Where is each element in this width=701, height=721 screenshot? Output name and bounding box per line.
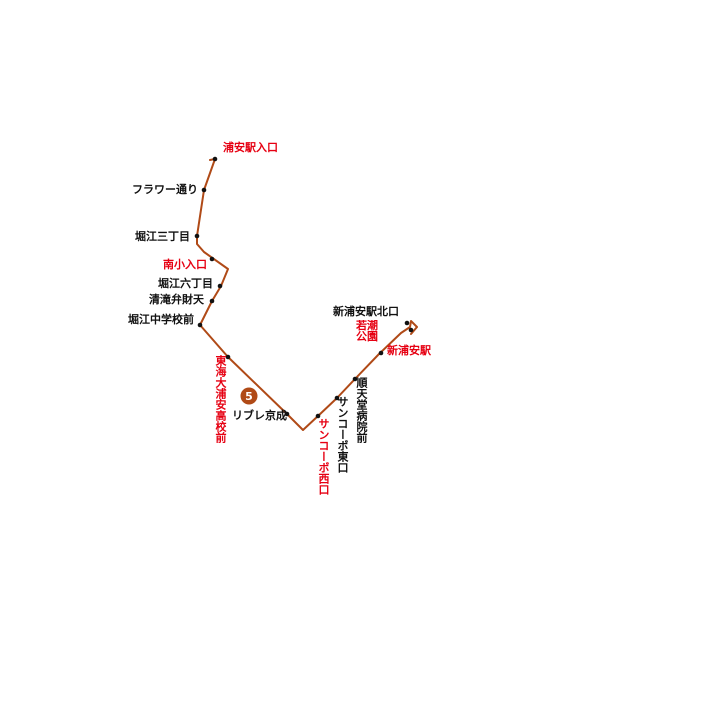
stop-label-flower-dori: フラワー通り (132, 183, 198, 196)
stop-label-horie-6chome: 堀江六丁目 (158, 276, 213, 290)
stop-label-sunkopo-nishiguchi-container: サンコーポ西口 (317, 418, 330, 495)
stop-label-sunkopo-higashiguchi-container: サンコーポ東口 (336, 396, 349, 473)
stop-label-wakashio-container: 若潮公園 (356, 320, 378, 343)
route-number: 5 (245, 390, 253, 403)
stop-label-ripure-keisei: リブレ京成 (232, 408, 287, 422)
stop-marker-tokai-dai-urayasu-koko-mae (225, 354, 231, 360)
stop-marker-shin-urayasu-eki-kitaguchi (404, 320, 410, 326)
stop-label-juntendo-container: 順天堂病院前 (355, 377, 368, 443)
stop-marker-ripure-keisei (284, 411, 290, 417)
stop-marker-seiryu-benzaiten (209, 298, 215, 304)
stop-marker-flower-dori (201, 187, 207, 193)
stop-label-horie-chugakko-mae: 堀江中学校前 (128, 312, 194, 326)
stop-labels: 浦安駅入口 フラワー通り 堀江三丁目 南小入口 堀江六丁目 清滝弁財天 堀江中学… (128, 140, 431, 422)
route-badge-circle (240, 387, 258, 405)
stop-marker-sunkopo-nishiguchi (315, 413, 321, 419)
route-line (196, 158, 418, 431)
stop-marker-shin-urayasu-eki (378, 350, 384, 356)
stop-markers (194, 156, 414, 419)
stop-label-tokai-dai-container: 東海大浦安高校前 (214, 355, 227, 443)
stop-label-tokai-dai-urayasu-koko-mae: 東海大浦安高校前 (214, 355, 227, 443)
stop-marker-sunkopo-higashiguchi (334, 395, 340, 401)
stop-label-juntendo-byoin-mae: 順天堂病院前 (355, 377, 368, 443)
stop-labels-vertical: 東海大浦安高校前 サンコーポ西口 サンコーポ東口 順天堂病院前 若潮公園 (214, 320, 378, 495)
stop-label-minami-sho-iriguchi: 南小入口 (163, 257, 207, 271)
stop-label-shin-urayasu-eki-kitaguchi: 新浦安駅北口 (333, 304, 399, 318)
stop-marker-wakashio-koen (408, 327, 414, 333)
stop-label-horie-3chome: 堀江三丁目 (135, 229, 190, 243)
stop-marker-minami-sho-iriguchi (209, 256, 215, 262)
stop-label-seiryu-benzaiten: 清滝弁財天 (149, 292, 205, 306)
route-number-badge: 5 (240, 387, 258, 405)
stop-marker-horie-chugakko-mae (197, 322, 203, 328)
stop-label-sunkopo-higashiguchi: サンコーポ東口 (336, 396, 349, 473)
stop-label-wakashio-koen: 若潮公園 (356, 320, 378, 343)
stop-marker-urayasu-iriguchi (212, 156, 218, 162)
stop-label-shin-urayasu-eki: 新浦安駅 (387, 343, 431, 357)
stop-marker-horie-3chome (194, 233, 200, 239)
stop-label-sunkopo-nishiguchi: サンコーポ西口 (317, 418, 330, 495)
stop-marker-horie-6chome (217, 283, 223, 289)
stop-marker-juntendo-byoin-mae (352, 376, 358, 382)
stop-label-urayasu-iriguchi: 浦安駅入口 (223, 140, 278, 154)
